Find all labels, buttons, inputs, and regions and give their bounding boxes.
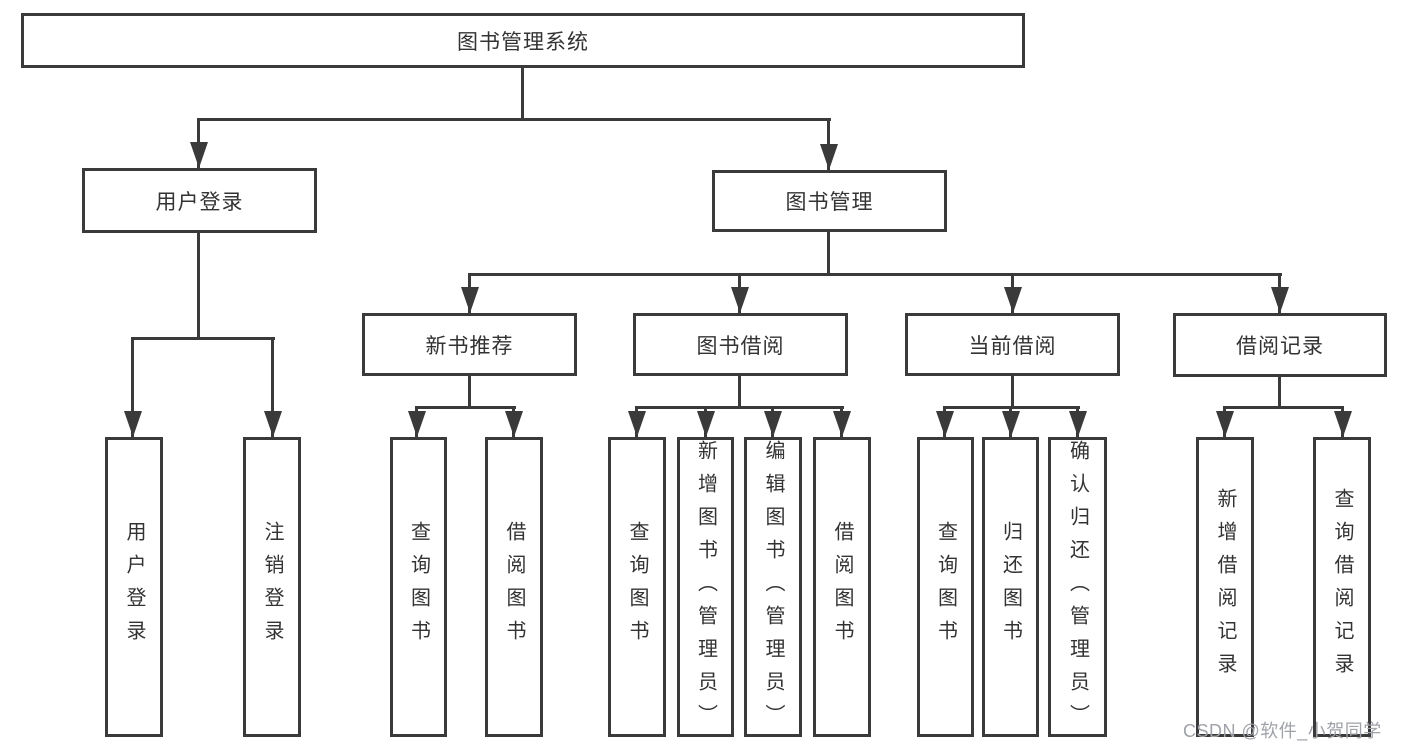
- connector-line: [521, 68, 524, 120]
- leaf-return-book: 归还图书: [982, 437, 1039, 737]
- leaf-query-book-current: 查询图书: [917, 437, 974, 737]
- connector-line: [415, 406, 516, 409]
- leaf-confirm-return-admin: 确认归还（管理员）: [1048, 437, 1107, 737]
- leaf-query-borrow-record: 查询借阅记录: [1313, 437, 1371, 737]
- node-borrow-record: 借阅记录: [1173, 313, 1387, 377]
- down-arrow-icon: [764, 411, 782, 437]
- leaf-add-book-admin-label: 新增图书（管理员）: [694, 440, 717, 737]
- leaf-query-book-recommend-label: 查询图书: [407, 521, 430, 653]
- down-arrow-icon: [461, 287, 479, 313]
- down-arrow-icon: [505, 411, 523, 437]
- csdn-watermark: CSDN @软件_小贺同学: [1183, 721, 1382, 741]
- node-user-login: 用户登录: [82, 168, 317, 233]
- node-book-management: 图书管理: [712, 170, 947, 232]
- leaf-borrow-book-label: 借阅图书: [831, 521, 853, 653]
- connector-line: [271, 337, 274, 437]
- down-arrow-icon: [1334, 411, 1352, 437]
- leaf-query-book-borrow: 查询图书: [608, 437, 666, 737]
- leaf-borrow-book: 借阅图书: [813, 437, 871, 737]
- leaf-query-borrow-record-label: 查询借阅记录: [1331, 488, 1353, 686]
- leaf-edit-book-admin: 编辑图书（管理员）: [744, 437, 802, 737]
- node-user-login-label: 用户登录: [155, 190, 244, 214]
- connector-line: [827, 232, 830, 275]
- node-book-management-label: 图书管理: [785, 191, 874, 214]
- leaf-user-login: 用户登录: [105, 437, 163, 737]
- down-arrow-icon: [264, 411, 282, 437]
- leaf-add-borrow-record-label: 新增借阅记录: [1214, 488, 1236, 686]
- node-root: 图书管理系统: [21, 13, 1025, 68]
- down-arrow-icon: [1004, 287, 1022, 313]
- leaf-borrow-book-recommend: 借阅图书: [485, 437, 543, 737]
- leaf-user-login-label: 用户登录: [123, 521, 145, 653]
- node-borrow-record-label: 借阅记录: [1236, 335, 1324, 358]
- node-book-borrow-label: 图书借阅: [696, 334, 785, 358]
- connector-line: [197, 233, 200, 339]
- leaf-return-book-label: 归还图书: [999, 521, 1022, 653]
- connector-line: [468, 273, 1282, 276]
- node-current-borrow: 当前借阅: [905, 313, 1120, 376]
- node-new-book-recommend: 新书推荐: [362, 313, 577, 376]
- connector-line: [1223, 406, 1344, 409]
- down-arrow-icon: [731, 287, 749, 313]
- connector-line: [1011, 376, 1014, 409]
- node-new-book-recommend-label: 新书推荐: [425, 334, 514, 358]
- down-arrow-icon: [124, 411, 142, 437]
- down-arrow-icon: [1002, 411, 1020, 437]
- down-arrow-icon: [628, 411, 646, 437]
- down-arrow-icon: [408, 411, 426, 437]
- connector-line: [131, 337, 275, 340]
- connector-line: [131, 337, 134, 437]
- connector-line: [468, 376, 471, 409]
- down-arrow-icon: [697, 411, 715, 437]
- down-arrow-icon: [936, 411, 954, 437]
- down-arrow-icon: [833, 411, 851, 437]
- leaf-query-book-recommend: 查询图书: [390, 437, 447, 737]
- leaf-add-borrow-record: 新增借阅记录: [1196, 437, 1254, 737]
- leaf-query-book-borrow-label: 查询图书: [626, 521, 648, 653]
- leaf-query-book-current-label: 查询图书: [934, 521, 957, 653]
- leaf-confirm-return-admin-label: 确认归还（管理员）: [1066, 440, 1089, 737]
- leaf-logout-label: 注销登录: [261, 521, 283, 653]
- node-current-borrow-label: 当前借阅: [968, 334, 1057, 358]
- leaf-add-book-admin: 新增图书（管理员）: [677, 437, 734, 737]
- down-arrow-icon: [820, 144, 838, 170]
- node-book-borrow: 图书借阅: [633, 313, 848, 376]
- connector-line: [635, 406, 844, 409]
- connector-line: [738, 376, 741, 409]
- leaf-borrow-book-recommend-label: 借阅图书: [503, 521, 525, 653]
- down-arrow-icon: [1271, 287, 1289, 313]
- down-arrow-icon: [1216, 411, 1234, 437]
- down-arrow-icon: [190, 142, 208, 168]
- connector-line: [1278, 377, 1281, 408]
- connector-line: [197, 118, 831, 121]
- down-arrow-icon: [1069, 411, 1087, 437]
- leaf-logout: 注销登录: [243, 437, 301, 737]
- node-root-label: 图书管理系统: [457, 30, 589, 54]
- leaf-edit-book-admin-label: 编辑图书（管理员）: [762, 440, 784, 737]
